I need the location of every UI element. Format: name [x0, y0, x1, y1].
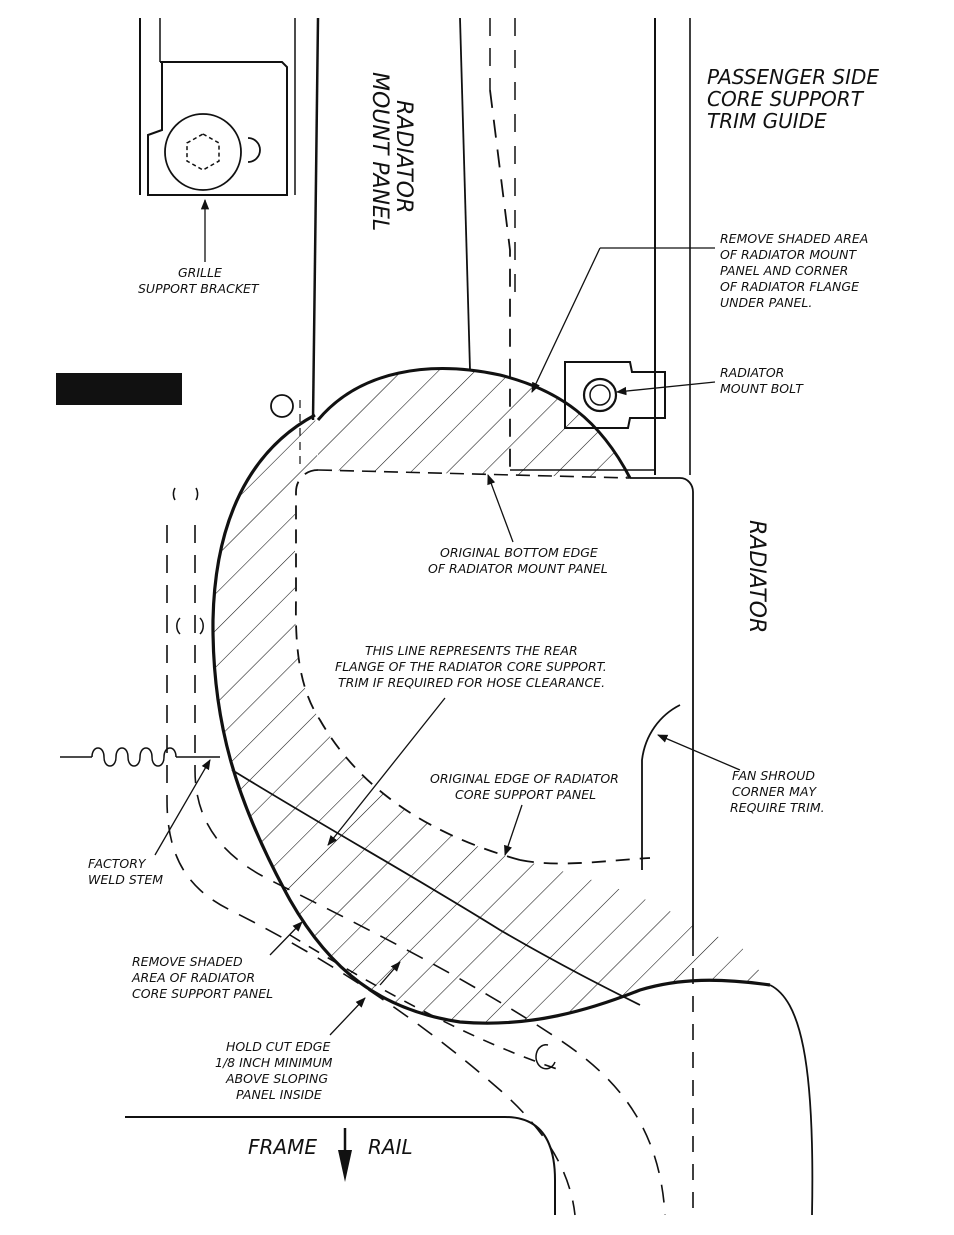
radiator-mount-panel-label: RADIATOR MOUNT PANEL — [367, 72, 416, 231]
radiator-mount-panel-line-2: MOUNT PANEL — [367, 72, 392, 231]
title-line-2: CORE SUPPORT — [707, 87, 865, 111]
title-line-1: PASSENGER SIDE — [707, 65, 879, 89]
rear-flange-line-3: TRIM IF REQUIRED FOR HOSE CLEARANCE. — [338, 675, 605, 690]
leader-lines — [154, 198, 741, 1036]
original-edge-core-line-2: CORE SUPPORT PANEL — [455, 787, 596, 802]
rear-flange-line-2: FLANGE OF THE RADIATOR CORE SUPPORT. — [335, 659, 607, 674]
mount-bolt-line-2: MOUNT BOLT — [720, 381, 804, 396]
remove-core-line-3: CORE SUPPORT PANEL — [132, 986, 273, 1001]
remove-mount-line-5: UNDER PANEL. — [720, 295, 812, 310]
original-bottom-edge-line-1: ORIGINAL BOTTOM EDGE — [440, 545, 598, 560]
hold-cut-line-2: 1/8 INCH MINIMUM — [215, 1055, 333, 1070]
weld-stem-drawing — [60, 747, 220, 767]
radiator-label: RADIATOR — [744, 520, 769, 633]
shaded-area-core-support — [212, 415, 771, 1024]
fan-shroud-line-2: CORNER MAY — [732, 784, 817, 799]
mount-bolt-line-1: RADIATOR — [720, 365, 784, 380]
remove-core-line-2: AREA OF RADIATOR — [131, 970, 255, 985]
hold-cut-line-4: PANEL INSIDE — [236, 1087, 322, 1102]
hold-cut-line-1: HOLD CUT EDGE — [226, 1039, 330, 1054]
fan-shroud-line-1: FAN SHROUD — [732, 768, 815, 783]
remove-mount-line-2: OF RADIATOR MOUNT — [720, 247, 857, 262]
remove-mount-line-1: REMOVE SHADED AREA — [720, 231, 868, 246]
factory-weld-line-1: FACTORY — [88, 856, 147, 871]
rail-label: RAIL — [368, 1135, 413, 1159]
remove-mount-line-3: PANEL AND CORNER — [720, 263, 848, 278]
original-edge-core-line-1: ORIGINAL EDGE OF RADIATOR — [430, 771, 619, 786]
frame-label: FRAME — [248, 1135, 317, 1159]
factory-weld-line-2: WELD STEM — [88, 872, 163, 887]
grille-label-line-2: SUPPORT BRACKET — [138, 281, 260, 296]
rear-flange-line-1: THIS LINE REPRESENTS THE REAR — [365, 643, 578, 658]
radiator-mount-panel-line-1: RADIATOR — [391, 100, 416, 213]
black-tab-bar — [56, 373, 182, 405]
remove-mount-line-4: OF RADIATOR FLANGE — [720, 279, 859, 294]
fan-shroud-line-3: REQUIRE TRIM. — [730, 800, 825, 815]
radiator-text: RADIATOR — [744, 520, 769, 633]
original-bottom-edge-line-2: OF RADIATOR MOUNT PANEL — [428, 561, 608, 576]
frame-rail-drawing — [125, 1116, 556, 1215]
sloping-panel-dashed-lines — [166, 394, 666, 1216]
title-block: PASSENGER SIDE CORE SUPPORT TRIM GUIDE — [707, 65, 879, 133]
remove-core-line-1: REMOVE SHADED — [132, 954, 243, 969]
title-line-3: TRIM GUIDE — [707, 109, 827, 133]
grille-support-bracket-drawing — [139, 18, 296, 196]
grille-label-line-1: GRILLE — [178, 265, 222, 280]
hold-cut-line-3: ABOVE SLOPING — [225, 1071, 328, 1086]
